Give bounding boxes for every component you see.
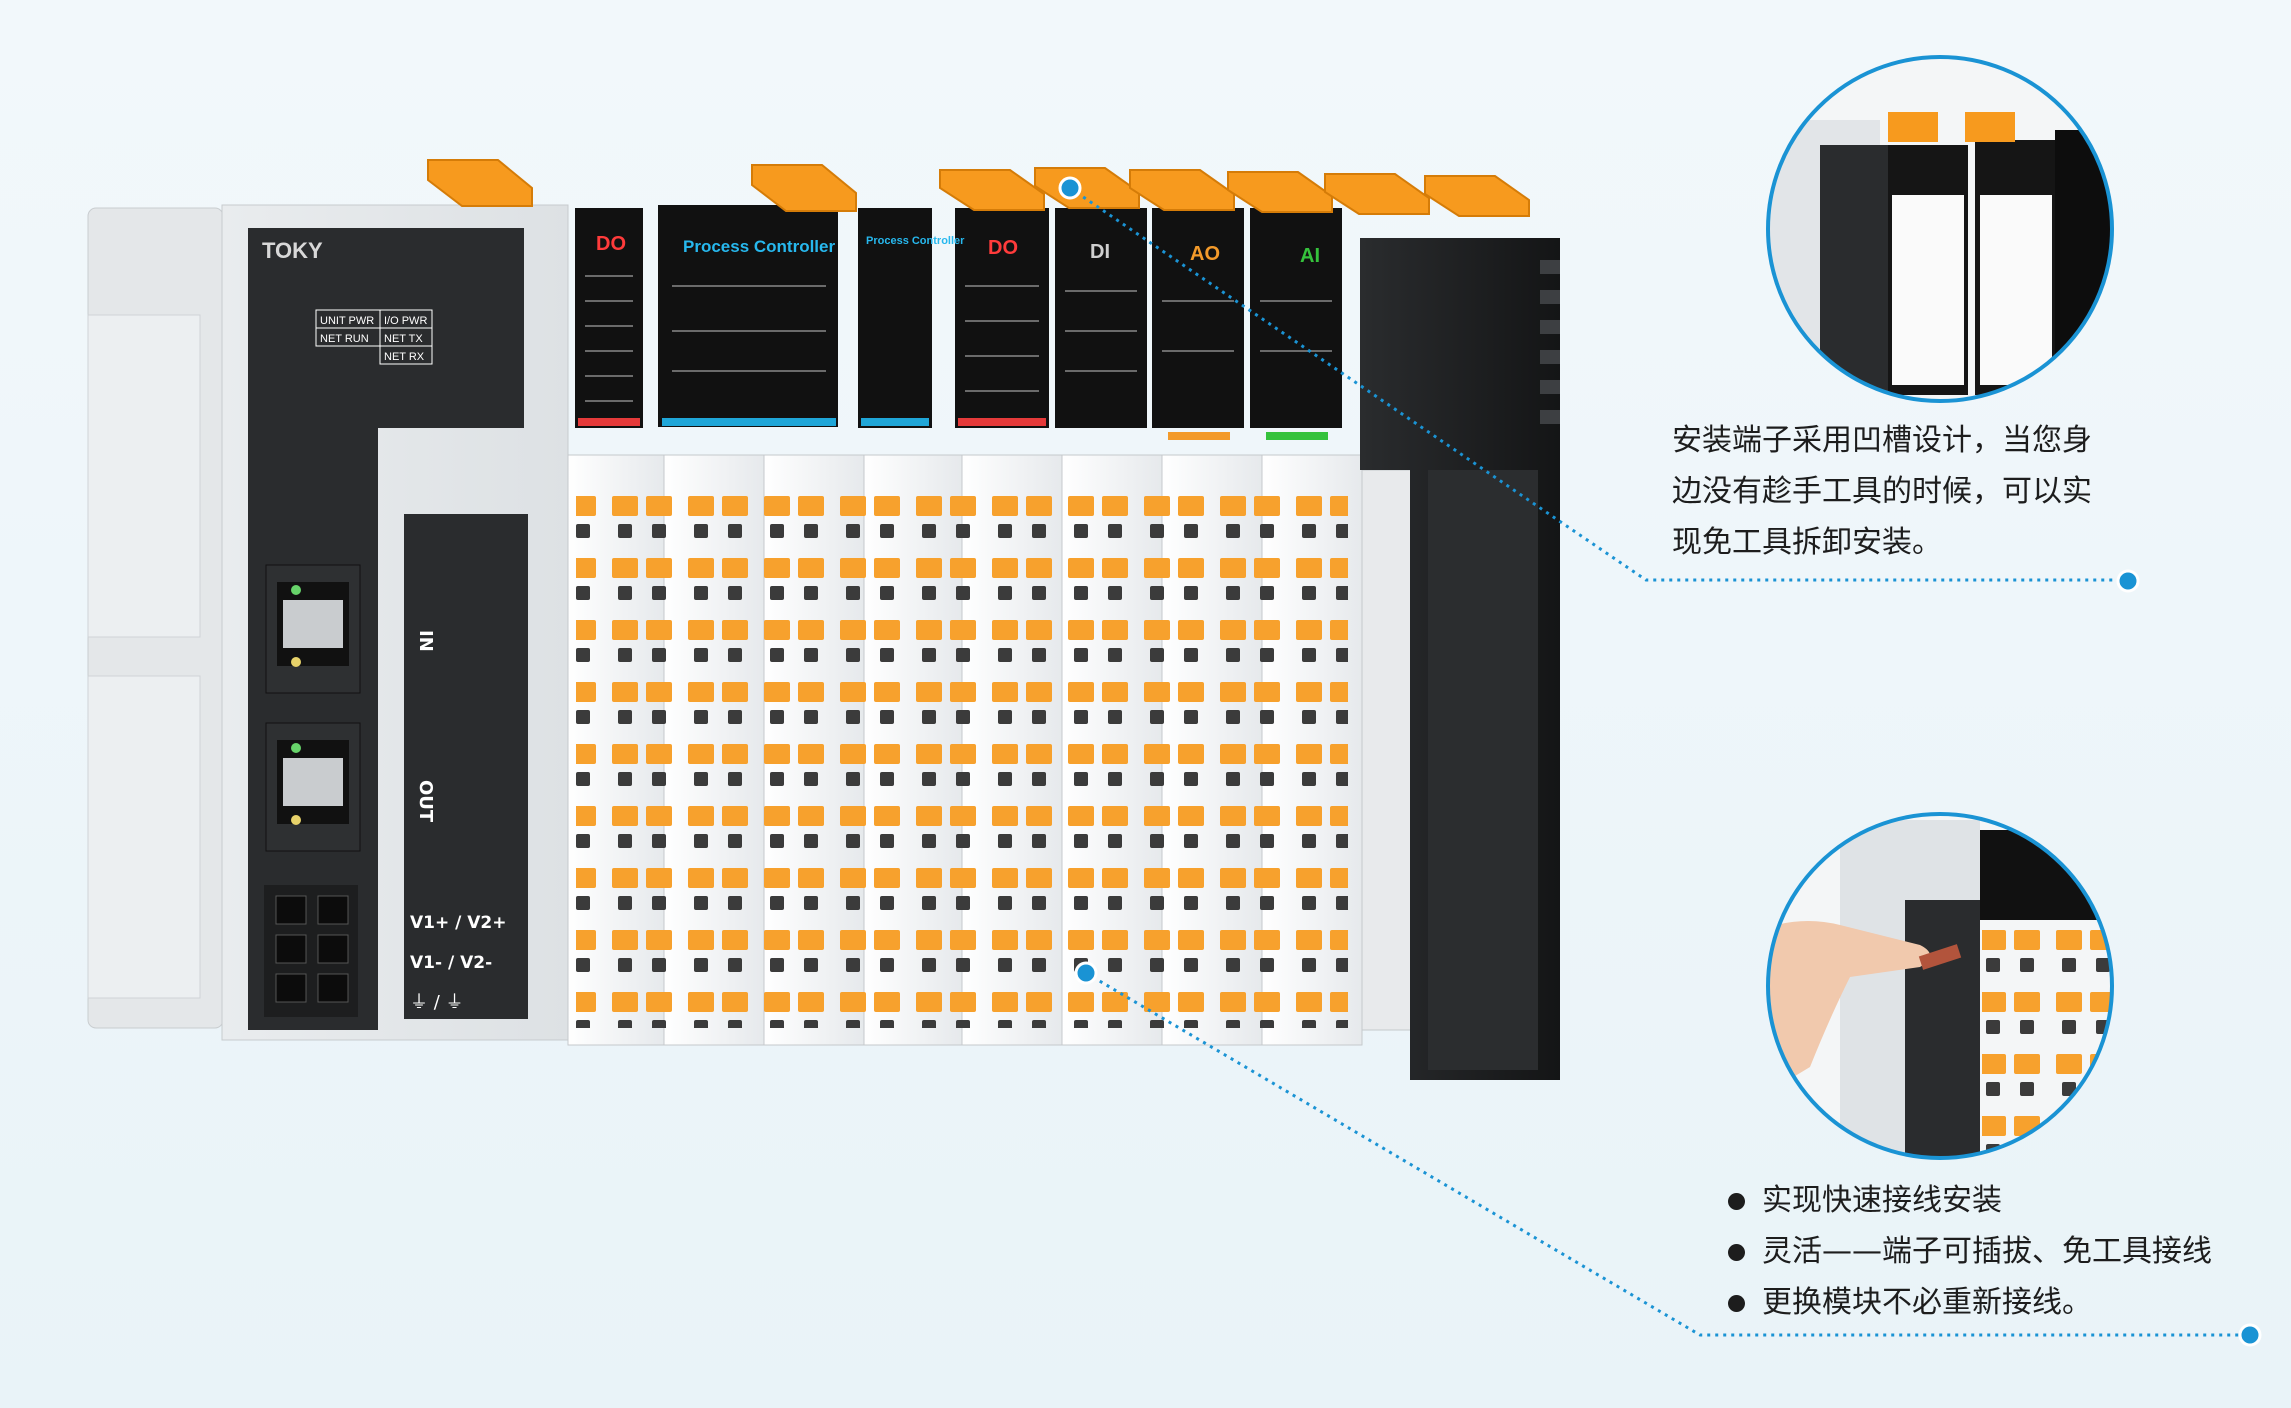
svg-text:NET TX: NET TX — [384, 333, 423, 345]
v-plus-label: V1+ / V2+ — [410, 913, 507, 933]
callout-text-top: 安装端子采用凹槽设计，当您身边没有趁手工具的时候，可以实现免工具拆卸安装。 — [1672, 423, 2092, 560]
bullet-item: 灵活——端子可插拔、免工具接线 — [1728, 1226, 2212, 1277]
module-tag-ao: AO — [1190, 243, 1220, 265]
callout-dot-origin-top — [1058, 176, 1082, 200]
callout-bullet-list: 实现快速接线安装 灵活——端子可插拔、免工具接线 更换模块不必重新接线。 — [1728, 1175, 2212, 1328]
svg-text:UNIT PWR: UNIT PWR — [320, 315, 374, 327]
callout-dot-end-top — [2116, 569, 2140, 593]
detail-circle-bottom-ring — [1766, 812, 2114, 1160]
module-tag-ai: AI — [1300, 245, 1320, 267]
finger — [1768, 921, 1930, 1097]
svg-text:NET RUN: NET RUN — [320, 333, 369, 345]
module-tag-do-1: DO — [596, 233, 626, 255]
detail-circle-bottom — [1768, 814, 2112, 1158]
power-connector — [264, 885, 358, 1017]
module-tag-process-1: Process Controller — [683, 237, 835, 256]
detail-circle-top-ring — [1766, 55, 2114, 403]
svg-text:NET RX: NET RX — [384, 351, 425, 363]
callout-leaders — [1069, 186, 2250, 1337]
bullet-item: 实现快速接线安装 — [1728, 1175, 2212, 1226]
detail-circle-top — [1768, 57, 2112, 401]
ground-symbols: ⏚ / ⏚ — [410, 992, 464, 1013]
callout-dot-origin-bottom — [1074, 961, 1098, 985]
callout-dot-end-bottom — [2238, 1323, 2262, 1347]
brand-logo: TOKY — [262, 238, 323, 263]
v-minus-label: V1- / V2- — [410, 953, 492, 973]
module-tag-di: DI — [1090, 241, 1110, 263]
ethernet-ports — [265, 564, 361, 852]
port-label-panel — [404, 514, 528, 1019]
io-modules: DO Process Controller Process Controller… — [427, 159, 1560, 1080]
module-tag-process-2: Process Controller — [866, 235, 965, 247]
bullet-item: 更换模块不必重新接线。 — [1728, 1277, 2212, 1328]
module-tag-do-2: DO — [988, 237, 1018, 259]
in-label: IN — [415, 630, 436, 652]
status-table: UNIT PWR I/O PWR NET RUN NET TX NET RX — [315, 309, 433, 365]
out-label: OUT — [415, 780, 436, 823]
svg-text:I/O PWR: I/O PWR — [384, 315, 427, 327]
